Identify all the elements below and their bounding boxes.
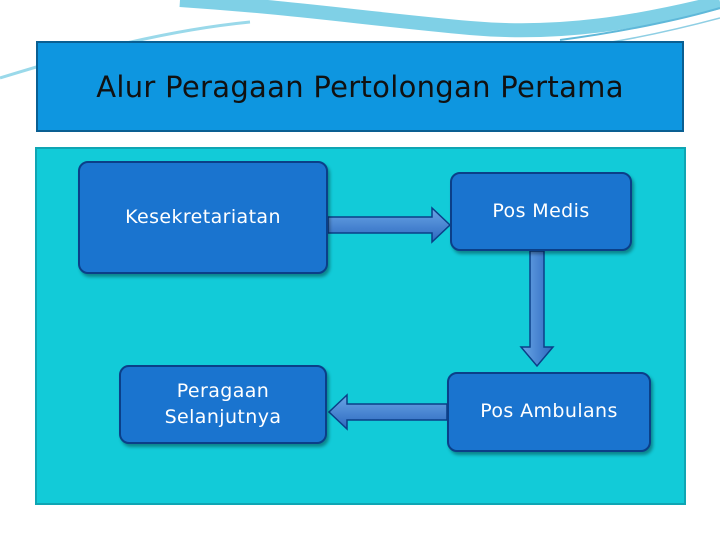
arrow-kesekretariatan-to-pos-medis (327, 206, 452, 244)
node-peragaan-label-line2: Selanjutnya (164, 405, 282, 428)
node-pos-ambulans-label: Pos Ambulans (480, 400, 618, 423)
title-banner: Alur Peragaan Pertolongan Pertama (36, 41, 684, 132)
node-kesekretariatan-label: Kesekretariatan (125, 205, 281, 228)
node-peragaan-selanjutnya: Peragaan Selanjutnya (119, 365, 327, 444)
node-peragaan-label-line1: Peragaan (176, 379, 270, 402)
node-pos-medis: Pos Medis (450, 172, 632, 251)
node-pos-medis-label: Pos Medis (492, 199, 590, 222)
page-title: Alur Peragaan Pertolongan Pertama (96, 69, 624, 104)
node-kesekretariatan: Kesekretariatan (78, 161, 328, 274)
arrow-pos-ambulans-to-peragaan (327, 393, 448, 431)
arrow-pos-medis-to-pos-ambulans (519, 250, 555, 368)
node-pos-ambulans: Pos Ambulans (447, 372, 651, 452)
